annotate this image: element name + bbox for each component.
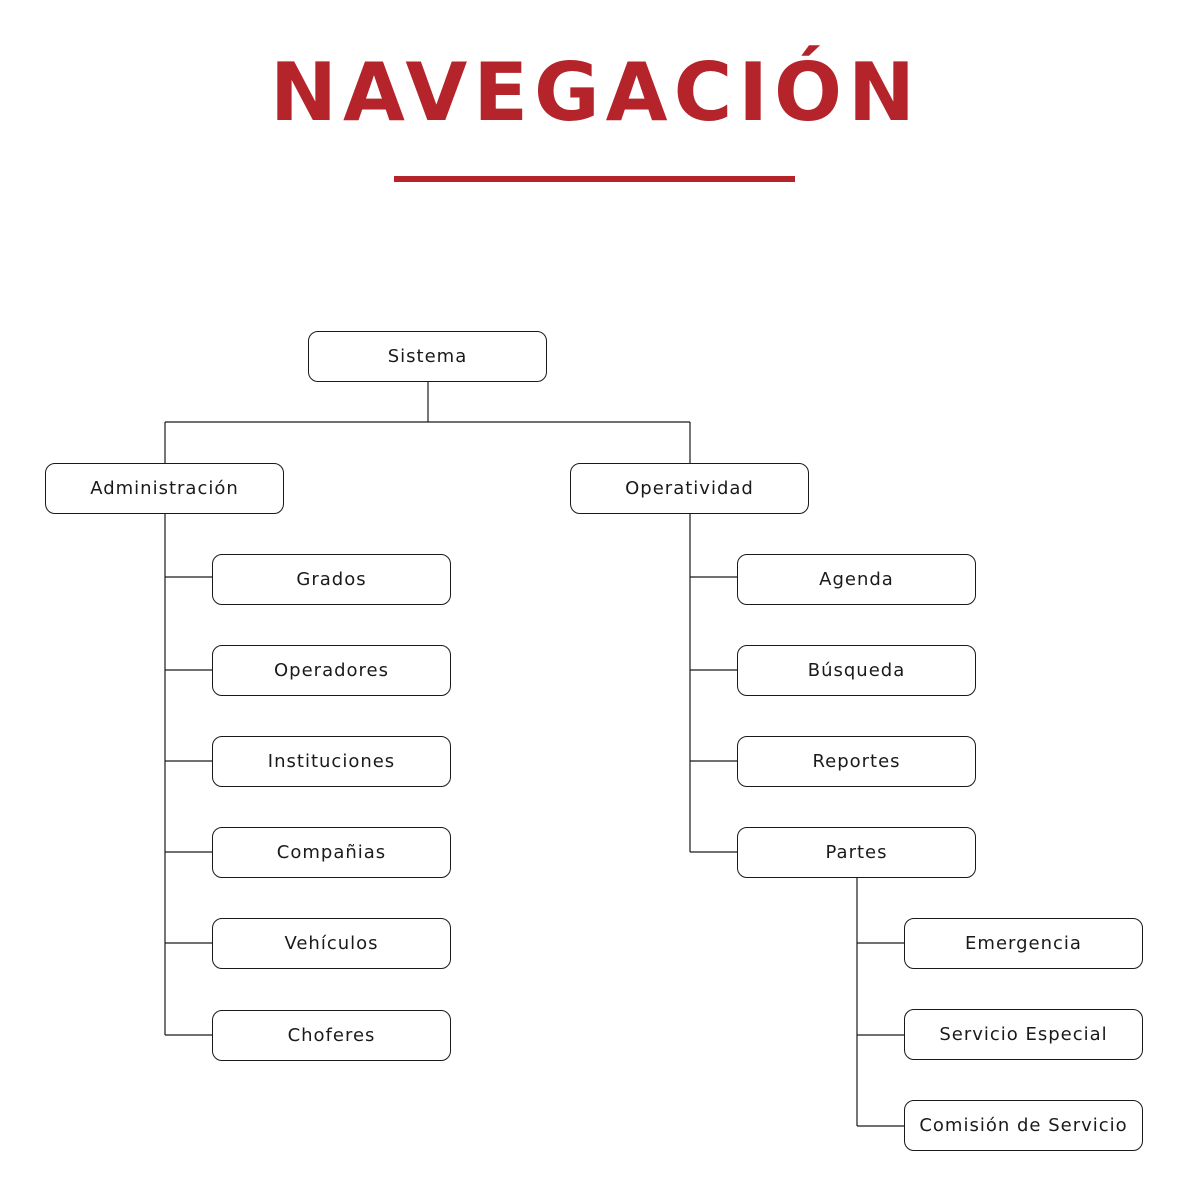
node-emergencia[interactable]: Emergencia [904,918,1143,969]
node-instituciones[interactable]: Instituciones [212,736,451,787]
node-operadores[interactable]: Operadores [212,645,451,696]
node-sistema[interactable]: Sistema [308,331,547,382]
node-partes[interactable]: Partes [737,827,976,878]
node-reportes[interactable]: Reportes [737,736,976,787]
page-title: NAVEGACIÓN [269,46,921,139]
node-comision-de-servicio[interactable]: Comisión de Servicio [904,1100,1143,1151]
node-vehiculos[interactable]: Vehículos [212,918,451,969]
node-operatividad[interactable]: Operatividad [570,463,809,514]
node-companias[interactable]: Compañias [212,827,451,878]
node-busqueda[interactable]: Búsqueda [737,645,976,696]
node-grados[interactable]: Grados [212,554,451,605]
node-choferes[interactable]: Choferes [212,1010,451,1061]
node-administracion[interactable]: Administración [45,463,284,514]
title-underline [394,176,795,182]
node-agenda[interactable]: Agenda [737,554,976,605]
node-servicio-especial[interactable]: Servicio Especial [904,1009,1143,1060]
